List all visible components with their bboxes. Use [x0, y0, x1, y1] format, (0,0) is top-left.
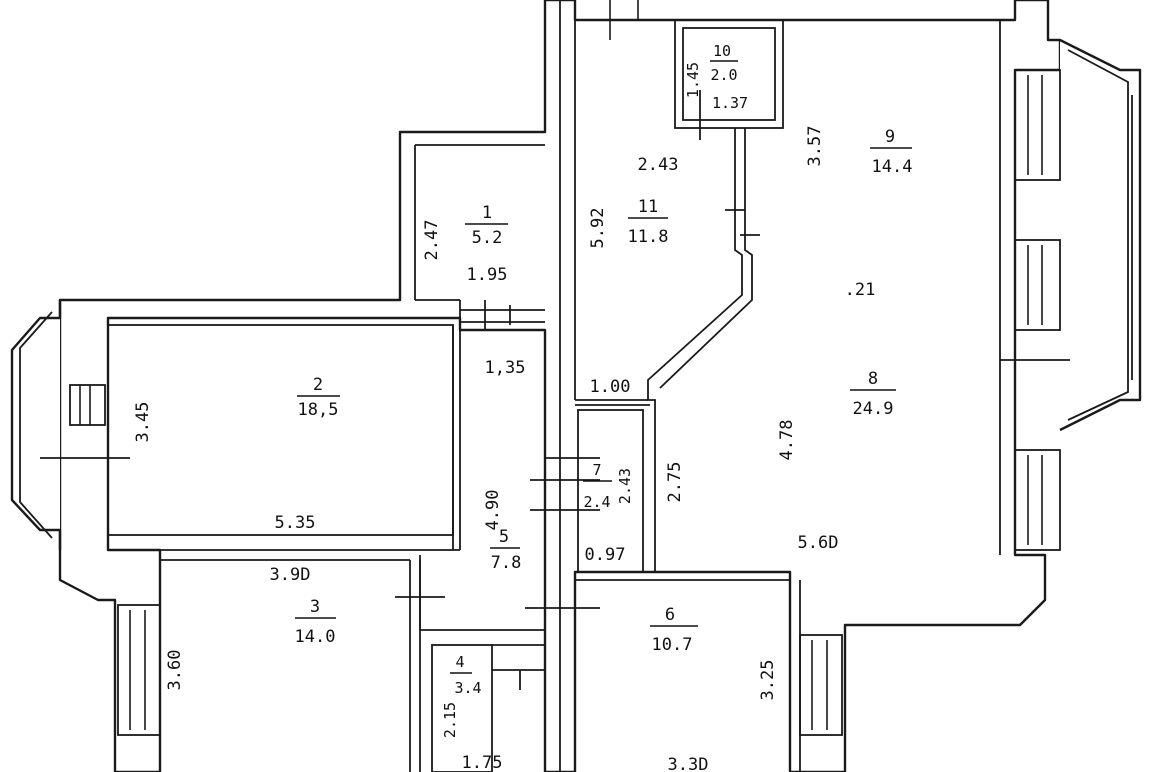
windows [117, 0, 1070, 736]
dim-3-45: 3.45 [133, 402, 153, 443]
dim-2-15: 2.15 [441, 702, 459, 738]
room-11-area: 11.8 [628, 227, 669, 247]
room-9-number: 9 [885, 127, 895, 147]
room-4-number: 4 [455, 653, 464, 671]
dim-3-90: 3.9D [270, 565, 311, 585]
room-4-area: 3.4 [454, 679, 481, 697]
room-5-area: 7.8 [491, 553, 522, 573]
dim-5-35: 5.35 [275, 513, 316, 533]
room-8-area: 24.9 [853, 399, 894, 419]
room-1-number: 1 [482, 203, 492, 223]
room-6-area: 10.7 [652, 635, 693, 655]
dim-1-45: 1.45 [684, 62, 702, 98]
room-9-area: 14.4 [872, 157, 913, 177]
dim-5-92: 5.92 [588, 208, 608, 249]
room-2-area: 18,5 [298, 400, 339, 420]
dim-3-60: 3.60 [165, 650, 185, 691]
dim-1-75: 1.75 [462, 753, 503, 772]
room-2-number: 2 [313, 375, 323, 395]
dim-1-37: 1.37 [712, 94, 748, 112]
room-1-area: 5.2 [472, 228, 503, 248]
dim-4-78: 4.78 [777, 420, 797, 461]
room-7-number: 7 [592, 461, 601, 479]
room-11-number: 11 [638, 197, 658, 217]
dimension-labels: 2.47 1.95 3.45 5.35 3.9D 1,35 4.90 3.60 … [133, 62, 875, 772]
door-ticks [395, 90, 760, 609]
room-5-number: 5 [499, 527, 509, 547]
dim-0-97: 0.97 [585, 545, 626, 565]
dim-1-95: 1.95 [467, 265, 508, 285]
dim-1-00: 1.00 [590, 377, 631, 397]
left-bay-window [10, 300, 130, 550]
dim-2-1: .21 [845, 280, 876, 300]
room-8-number: 8 [868, 369, 878, 389]
room-labels: 1 5.2 2 18,5 3 14.0 4 3.4 5 7.8 6 10.7 7… [295, 42, 913, 697]
dim-2-43-top: 2.43 [638, 155, 679, 175]
interior-wall-lines [107, 0, 1001, 772]
right-bay-window [1059, 38, 1142, 432]
room-6-number: 6 [665, 605, 675, 625]
room-3-area: 14.0 [295, 627, 336, 647]
dim-3-57: 3.57 [805, 126, 825, 167]
dim-2-47: 2.47 [422, 220, 442, 261]
room-3-number: 3 [310, 597, 320, 617]
dim-4-90: 4.90 [483, 490, 503, 531]
room-7-area: 2.4 [583, 493, 610, 511]
dim-3-25: 3.25 [758, 660, 778, 701]
dim-1-35: 1,35 [485, 358, 526, 378]
dim-3-30: 3.3D [668, 755, 709, 772]
dim-5-60: 5.6D [798, 533, 839, 553]
dim-2-43-mid: 2.43 [616, 468, 634, 504]
dim-2-75: 2.75 [665, 462, 685, 503]
room-10-number: 10 [713, 42, 731, 60]
room-10-area: 2.0 [710, 66, 737, 84]
